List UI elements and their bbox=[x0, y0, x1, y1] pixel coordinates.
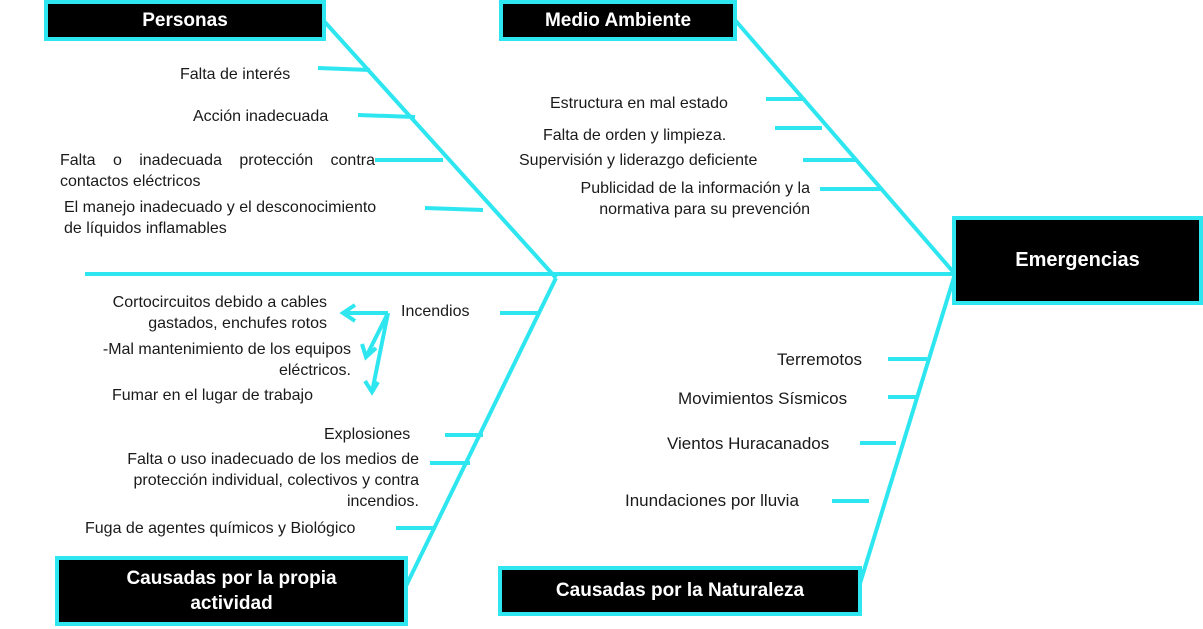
cause-supervision: Supervisión y liderazgo deficiente bbox=[519, 152, 758, 169]
arrowhead-cortocircuitos bbox=[339, 303, 357, 323]
cause-fumar: Fumar en el lugar de trabajo bbox=[112, 387, 313, 404]
box-naturaleza-label: Causadas por la Naturaleza bbox=[555, 580, 805, 601]
cause-medios-line2: protección individual, colectivos y cont… bbox=[133, 472, 419, 489]
cause-mantenimiento-line1: -Mal mantenimiento de los equipos bbox=[102, 341, 351, 358]
cause-mantenimiento-line2: eléctricos. bbox=[278, 362, 351, 379]
cause-terremotos: Terremotos bbox=[777, 350, 863, 369]
cause-falta-interes: Falta de interés bbox=[180, 66, 291, 83]
box-propia-actividad-label: Causadas por la propia actividad bbox=[126, 568, 337, 614]
box-personas: Personas bbox=[44, 0, 326, 41]
cause-proteccion-line1: Falta o inadecuada protección contra bbox=[60, 152, 375, 169]
cause-accion-inadecuada: Acción inadecuada bbox=[193, 108, 329, 125]
box-medio-ambiente: Medio Ambiente bbox=[499, 0, 737, 41]
cause-inundaciones: Inundaciones por lluvia bbox=[625, 491, 799, 510]
cause-publicidad-line2: normativa para su prevención bbox=[599, 201, 810, 218]
rib-falta-interes bbox=[317, 66, 371, 72]
box-personas-label: Personas bbox=[142, 9, 228, 31]
cause-proteccion-line2: contactos eléctricos bbox=[60, 173, 201, 190]
bone-naturaleza bbox=[856, 273, 957, 591]
cause-manejo-line1: El manejo inadecuado y el desconocimient… bbox=[64, 199, 377, 216]
cause-estructura: Estructura en mal estado bbox=[550, 95, 728, 112]
cause-fuga: Fuga de agentes químicos y Biológico bbox=[85, 520, 356, 537]
box-propia-actividad: Causadas por la propia actividad bbox=[55, 556, 408, 626]
cause-medios-line3: incendios. bbox=[346, 493, 419, 510]
box-emergencias: Emergencias bbox=[952, 216, 1203, 305]
bone-personas bbox=[321, 18, 558, 280]
arrowhead-fumar bbox=[363, 379, 380, 396]
rib-accion-inadecuada bbox=[357, 113, 416, 119]
cause-publicidad-line1: Publicidad de la información y la bbox=[580, 180, 810, 197]
rib-manejo bbox=[424, 206, 484, 212]
arrow-to-mantenimiento bbox=[364, 312, 390, 358]
cause-cortocircuitos-line2: gastados, enchufes rotos bbox=[148, 315, 327, 332]
bone-medio-ambiente bbox=[733, 18, 957, 276]
box-naturaleza: Causadas por la Naturaleza bbox=[498, 566, 862, 616]
cause-vientos: Vientos Huracanados bbox=[667, 434, 830, 453]
cause-medios-line1: Falta o uso inadecuado de los medios de bbox=[127, 451, 419, 468]
arrowhead-mantenimiento bbox=[360, 343, 378, 361]
cause-sismicos: Movimientos Sísmicos bbox=[678, 389, 848, 408]
arrow-to-fumar bbox=[370, 312, 390, 393]
cause-incendios: Incendios bbox=[401, 303, 470, 320]
cause-explosiones: Explosiones bbox=[324, 426, 411, 443]
cause-orden: Falta de orden y limpieza. bbox=[543, 127, 727, 144]
box-medio-ambiente-label: Medio Ambiente bbox=[544, 9, 692, 31]
cause-cortocircuitos-line1: Cortocircuitos debido a cables bbox=[112, 294, 327, 311]
box-emergencias-label: Emergencias bbox=[1015, 249, 1140, 271]
cause-manejo-line2: de líquidos inflamables bbox=[64, 220, 227, 237]
